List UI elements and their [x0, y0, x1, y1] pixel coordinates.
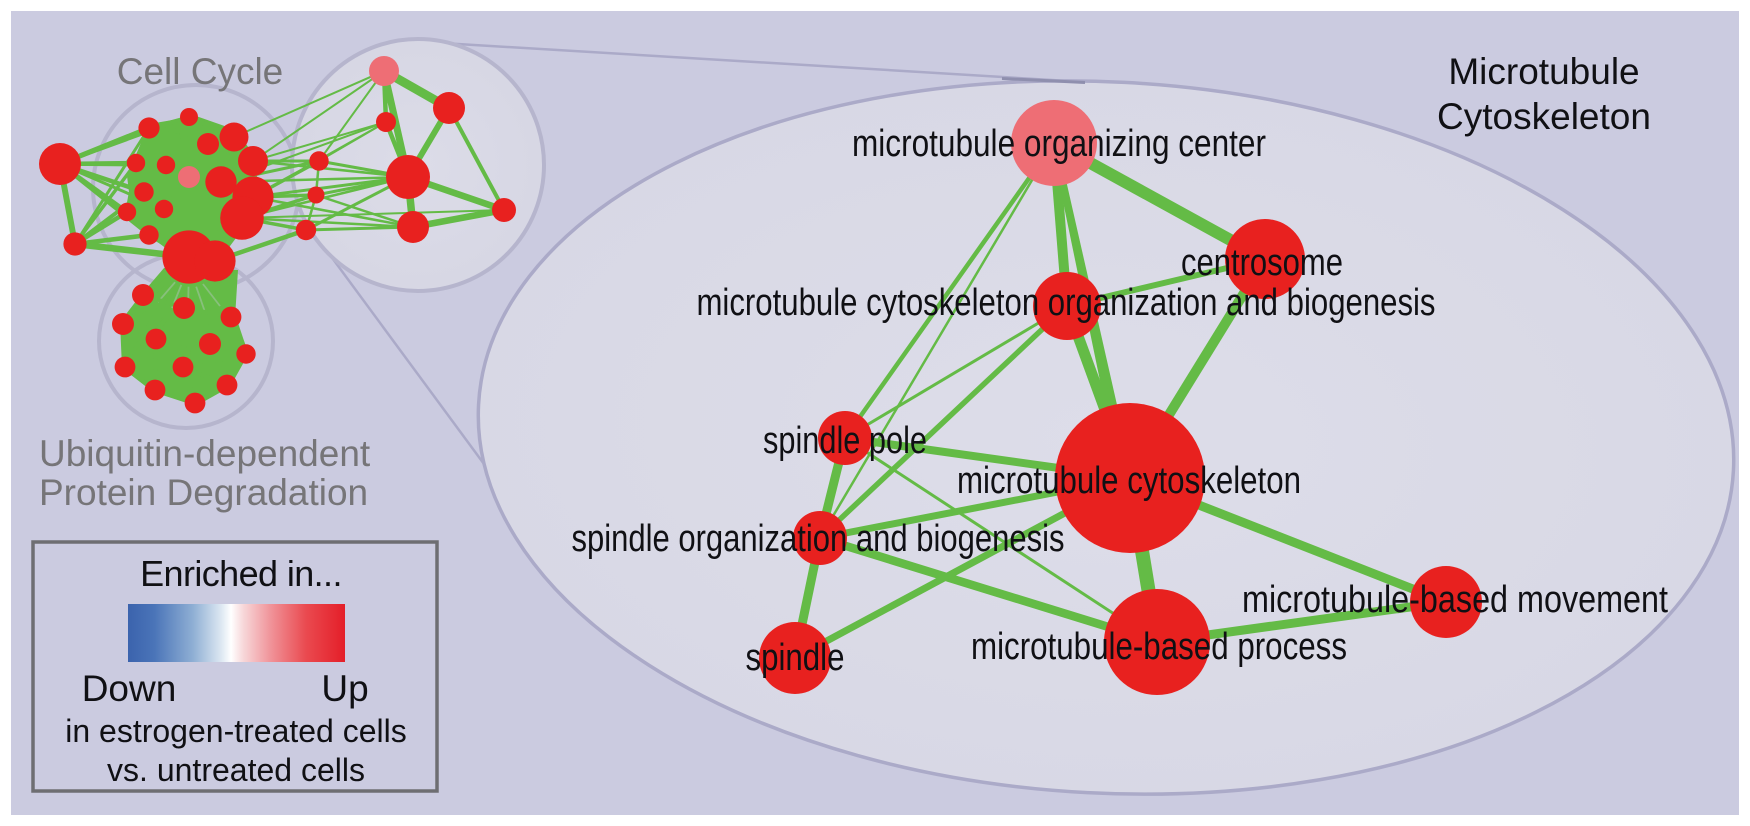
svg-text:in estrogen-treated cells: in estrogen-treated cells: [65, 713, 407, 749]
svg-text:Protein Degradation: Protein Degradation: [39, 472, 368, 513]
svg-text:Cytoskeleton: Cytoskeleton: [1437, 96, 1651, 137]
svg-text:Up: Up: [321, 668, 368, 709]
svg-text:vs. untreated cells: vs. untreated cells: [107, 752, 365, 788]
svg-text:Microtubule: Microtubule: [1448, 51, 1639, 92]
svg-text:Down: Down: [82, 668, 177, 709]
svg-text:microtubule-based movement: microtubule-based movement: [1242, 579, 1668, 621]
svg-text:spindle: spindle: [746, 637, 845, 679]
svg-text:Cell Cycle: Cell Cycle: [117, 51, 284, 92]
svg-text:spindle organization and bioge: spindle organization and biogenesis: [572, 518, 1065, 560]
svg-text:microtubule cytoskeleton: microtubule cytoskeleton: [957, 460, 1301, 502]
svg-text:microtubule-based process: microtubule-based process: [971, 626, 1347, 668]
svg-text:spindle pole: spindle pole: [763, 420, 927, 462]
svg-text:centrosome: centrosome: [1181, 242, 1343, 284]
svg-text:Enriched in...: Enriched in...: [140, 553, 342, 594]
svg-text:microtubule cytoskeleton organ: microtubule cytoskeleton organization an…: [697, 282, 1436, 324]
svg-text:microtubule organizing center: microtubule organizing center: [852, 123, 1266, 165]
svg-text:Ubiquitin-dependent: Ubiquitin-dependent: [39, 433, 371, 474]
